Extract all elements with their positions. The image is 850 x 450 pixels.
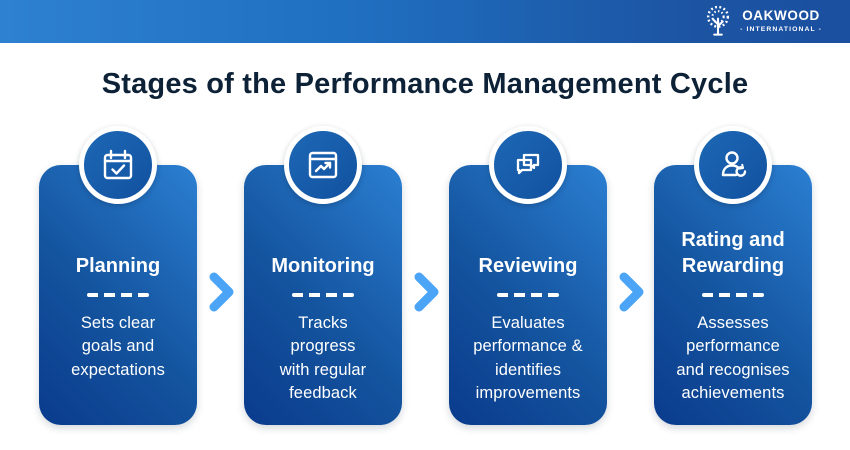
next-stage-arrow-icon — [209, 272, 234, 312]
chart-window-icon — [308, 151, 338, 179]
stage-badge — [284, 126, 362, 204]
stage-badge — [694, 126, 772, 204]
dash-divider — [497, 293, 559, 297]
stage-card-planning: Planning Sets clear goals and expectatio… — [39, 126, 197, 425]
stage-badge — [79, 126, 157, 204]
stage-card-reviewing: Reviewing Evaluates performance & identi… — [449, 126, 607, 425]
oak-tree-icon — [707, 5, 730, 36]
logo-brand: OAKWOOD — [742, 8, 820, 24]
stage-card-rating-rewarding: Rating and Rewarding Assesses performanc… — [654, 126, 812, 425]
stage-title: Monitoring — [271, 255, 375, 277]
dash-divider — [702, 293, 764, 297]
stage-description: Tracks progress with regular feedback — [279, 314, 367, 403]
stage-card-monitoring: Monitoring Tracks progress with regular … — [244, 126, 402, 425]
next-stage-arrow-icon — [414, 272, 439, 312]
person-cycle-icon — [721, 151, 747, 177]
chat-bubbles-icon — [516, 153, 540, 175]
dash-divider — [292, 293, 354, 297]
stage-description: Evaluates performance & identifies impro… — [473, 314, 583, 403]
stage-description: Sets clear goals and expectations — [71, 314, 165, 379]
next-stage-arrow-icon — [619, 272, 644, 312]
stage-title: Planning — [75, 255, 161, 277]
top-bar: OAKWOOD - INTERNATIONAL - — [0, 0, 850, 43]
stage-description: Assesses performance and recognises achi… — [676, 314, 790, 403]
logo-subtitle: - INTERNATIONAL - — [740, 26, 822, 34]
stage-badge — [489, 126, 567, 204]
stage-title: Reviewing — [478, 255, 578, 277]
dash-divider — [87, 293, 149, 297]
logo-text: OAKWOOD - INTERNATIONAL - — [740, 8, 822, 34]
page-title: Stages of the Performance Management Cyc… — [101, 68, 749, 100]
calendar-check-icon — [103, 149, 133, 180]
oakwood-logo: OAKWOOD - INTERNATIONAL - — [703, 5, 822, 38]
stage-title: Rating and Rewarding — [681, 229, 785, 277]
